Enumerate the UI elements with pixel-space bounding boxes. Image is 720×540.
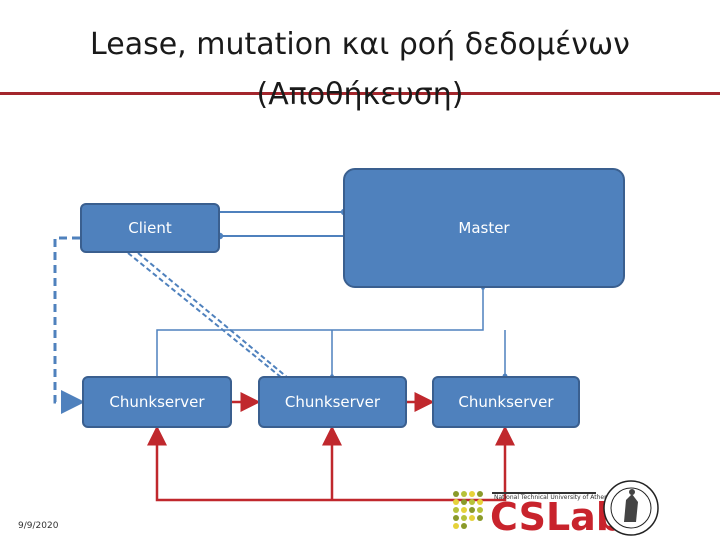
slide-title-line-1: Lease, mutation και ροή δεδομένων — [90, 27, 630, 62]
client-node: Client — [80, 203, 220, 253]
master-node: Master — [343, 168, 625, 288]
logo-text: CSLab — [490, 495, 623, 538]
chunkserver-label-3: Chunkserver — [458, 393, 554, 411]
master-label: Master — [458, 219, 510, 237]
chunkserver-node-2: Chunkserver — [258, 376, 407, 428]
title-underline — [0, 92, 720, 95]
chunkserver-label-1: Chunkserver — [109, 393, 205, 411]
client-label: Client — [128, 219, 172, 237]
chunkserver-node-1: Chunkserver — [82, 376, 232, 428]
slide-title-line-2: (Αποθήκευση) — [256, 77, 464, 112]
chunkserver-label-2: Chunkserver — [284, 393, 381, 411]
university-seal-icon — [603, 480, 659, 536]
cslab-logo: National Technical University of Athens … — [453, 480, 659, 538]
logo-dot-grid-icon — [453, 491, 483, 529]
client-to-chunkserver-dashed-2 — [137, 252, 289, 379]
master-to-chunkservers-bus — [156, 286, 505, 376]
chunkserver-node-3: Chunkserver — [432, 376, 580, 428]
client-to-chunkserver-left-dashed — [53, 236, 85, 414]
slide-date: 9/9/2020 — [18, 521, 59, 531]
university-text: National Technical University of Athens — [494, 494, 611, 501]
client-to-chunkserver-dashed-1 — [127, 252, 283, 379]
